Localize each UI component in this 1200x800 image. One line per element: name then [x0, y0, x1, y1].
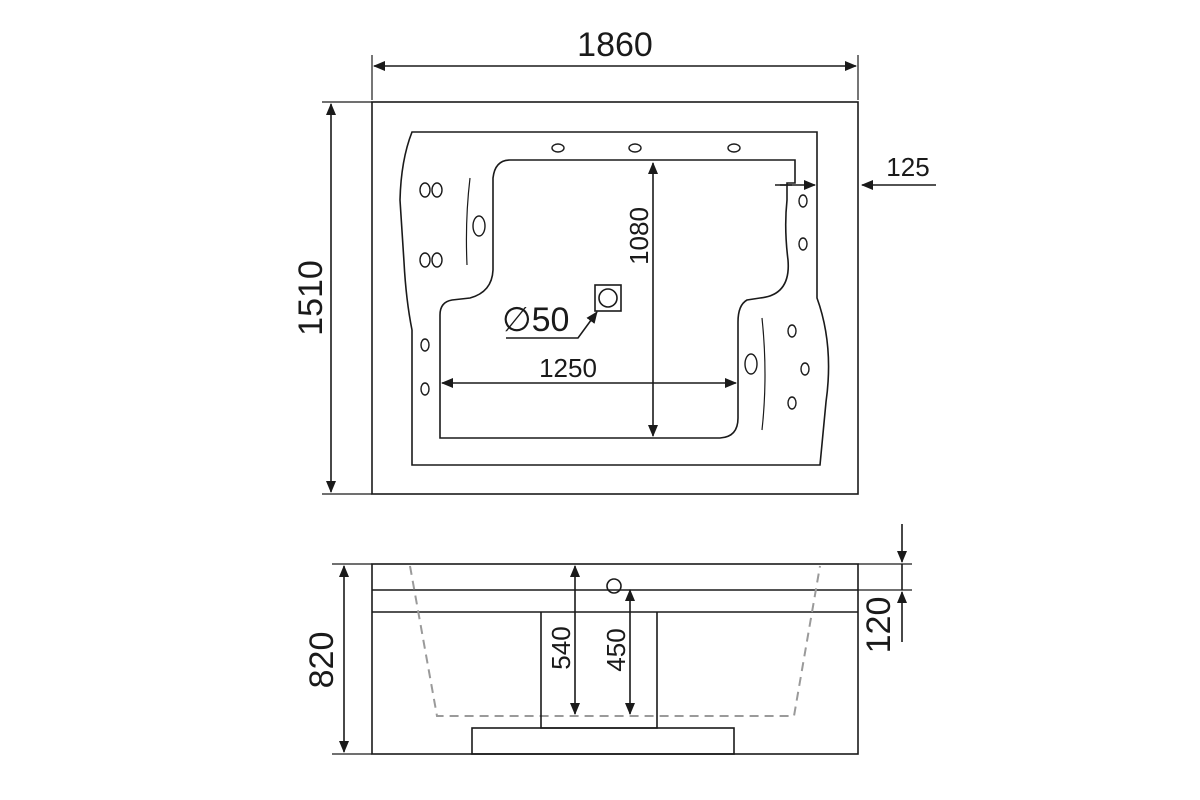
seat-depth-label: 450	[601, 628, 631, 671]
drain-leader-line	[506, 311, 598, 339]
height-label: 820	[303, 632, 341, 689]
side-view: 820 540 450 120	[303, 524, 912, 755]
jet-icon	[798, 194, 808, 208]
rim-offset-label: 125	[886, 152, 929, 182]
overflow-icon	[606, 578, 622, 594]
drain-diameter-label: ∅50	[502, 301, 569, 339]
overall-depth-label: 1510	[292, 260, 330, 336]
jet-icon	[420, 382, 430, 396]
jet-icon	[727, 143, 741, 153]
jet-icon	[472, 215, 486, 237]
tub-outer-outline	[371, 101, 859, 495]
jet-icon	[628, 143, 642, 153]
jet-icon	[744, 353, 758, 375]
main-depth-label: 540	[546, 626, 576, 669]
top-view: 1860 1510	[292, 26, 936, 495]
jet-icon	[551, 143, 565, 153]
jet-icon	[798, 237, 808, 251]
inner-length-label: 1250	[539, 353, 597, 383]
headrest-contour	[761, 317, 766, 431]
inner-width-label: 1080	[624, 207, 654, 265]
tub-inner-basin	[439, 159, 796, 439]
jet-icon	[431, 252, 443, 268]
jet-icon	[419, 182, 431, 198]
tub-rim-outline	[399, 131, 830, 466]
hydromassage-jets	[419, 143, 810, 410]
drain-icon	[594, 284, 622, 312]
jet-icon	[431, 182, 443, 198]
jet-icon	[787, 324, 797, 338]
tub-base-plinth	[471, 727, 735, 755]
jet-icon	[800, 362, 810, 376]
support-column	[540, 612, 658, 729]
jet-icon	[419, 252, 431, 268]
headrest-contour	[465, 177, 471, 266]
jet-icon	[787, 396, 797, 410]
rim-height-label: 120	[860, 597, 898, 654]
jet-icon	[420, 338, 430, 352]
inner-basin-hidden-line	[409, 565, 821, 717]
overall-width-label: 1860	[577, 26, 653, 64]
